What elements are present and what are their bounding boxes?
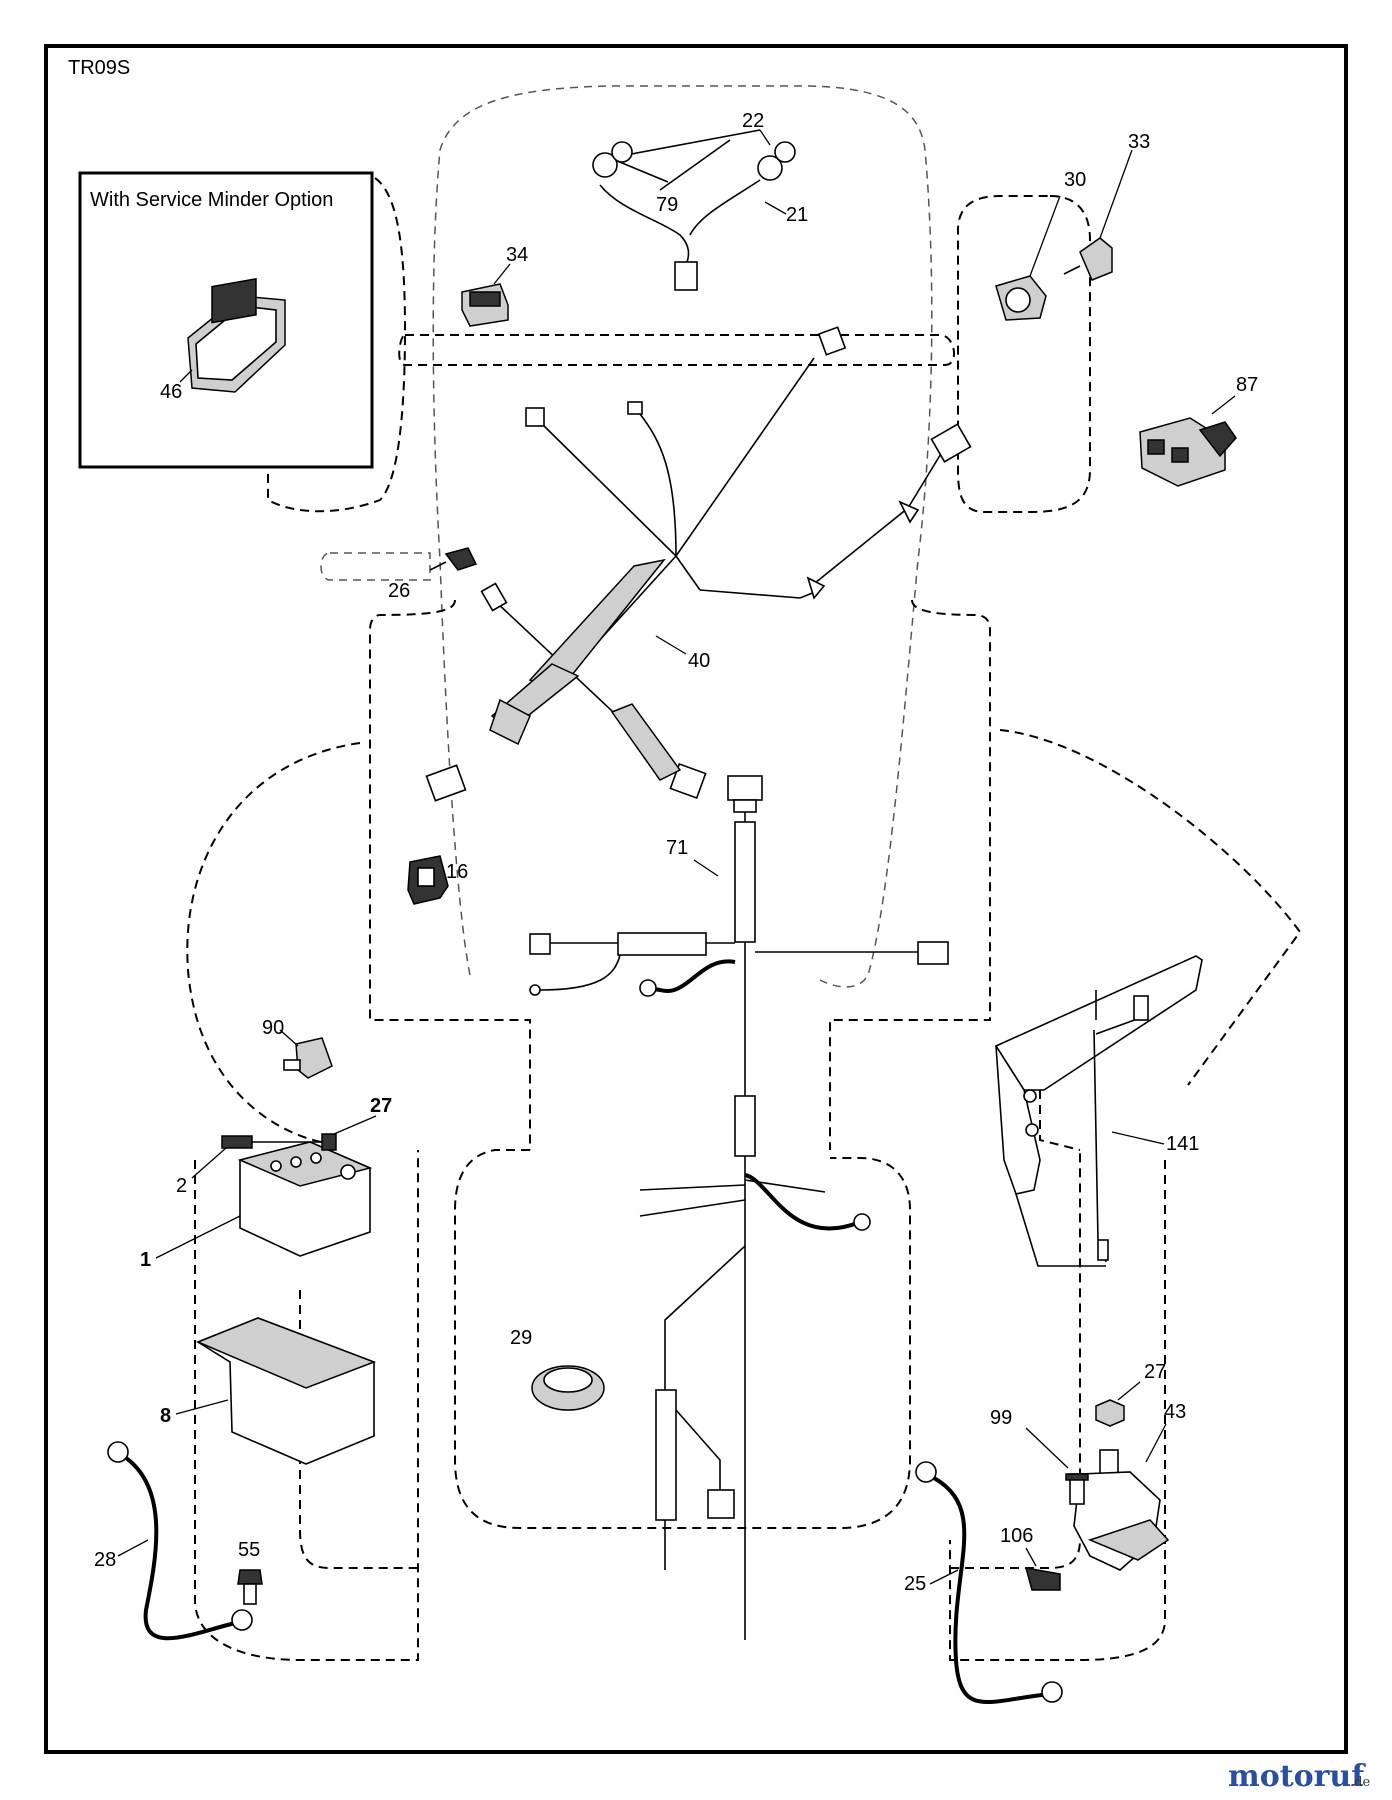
nut-27 [1095,1399,1125,1427]
callout-27-upper: 27 [370,1095,392,1117]
diagram-frame [44,44,1348,1754]
callout-99: 99 [990,1407,1012,1429]
callout-55: 55 [238,1539,260,1561]
callout-79: 79 [656,194,678,216]
battery-tray [196,1317,377,1465]
callout-46: 46 [160,381,182,403]
callout-106: 106 [1000,1525,1033,1547]
callout-16: 16 [446,861,468,883]
callout-141: 141 [1166,1133,1199,1155]
harness-71 [529,775,949,1640]
callout-26: 26 [388,580,410,602]
relay [1139,417,1237,487]
ignition-key [1063,149,1133,281]
callout-1: 1 [140,1249,151,1271]
option-box-title: With Service Minder Option [90,189,333,211]
callout-29: 29 [510,1327,532,1349]
grommet-29 [531,1365,605,1411]
callout-2: 2 [176,1175,187,1197]
battery [237,1141,373,1257]
fuse-clip [429,547,478,571]
battery-cable-28 [107,1441,253,1641]
callout-87: 87 [1236,374,1258,396]
callout-30: 30 [1064,169,1086,191]
ignition-switch [995,195,1061,321]
callout-27-lower: 27 [1144,1361,1166,1383]
service-minder-display [187,277,286,393]
callout-8: 8 [160,1405,171,1427]
clip-106 [1024,1567,1061,1591]
callout-21: 21 [786,204,808,226]
callout-28: 28 [94,1549,116,1571]
callout-33: 33 [1128,131,1150,153]
tractor-outline [186,85,1302,1661]
callout-43: 43 [1164,1401,1186,1423]
callout-40: 40 [688,650,710,672]
callout-71: 71 [666,837,688,859]
callout-25: 25 [904,1573,926,1595]
watermark: motoruf .de [1228,1759,1370,1794]
headlight-harness [592,129,796,291]
callout-22: 22 [742,110,764,132]
battery-bolt [221,1133,337,1151]
plug-90 [283,1037,333,1079]
battery-cable-25 [915,1461,1063,1705]
diagram-code: TR09S [68,57,130,79]
bolt-99 [1065,1473,1089,1505]
callout-90: 90 [262,1017,284,1039]
svg-text:motoruf: motoruf [1228,1759,1366,1794]
connector-16 [407,855,449,905]
panel-141 [994,955,1203,1267]
main-harness [425,326,972,802]
rocker-switch [461,283,509,327]
svg-text:.de: .de [1350,1775,1370,1790]
callout-34: 34 [506,244,528,266]
safety-switch-43 [1073,1449,1170,1571]
bolt-55 [237,1569,263,1605]
